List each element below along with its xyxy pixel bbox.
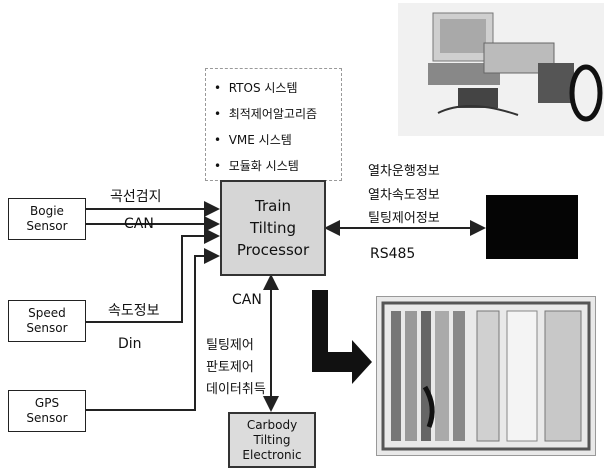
gps-arrow — [86, 248, 220, 411]
right-info-3: 틸팅제어정보 — [368, 211, 440, 226]
down-info-3: 데이터취득 — [206, 382, 266, 397]
processor-line-3: Processor — [236, 241, 310, 259]
can-bottom-label: CAN — [232, 292, 262, 308]
processor-line-2: Tilting — [249, 219, 297, 237]
feature-item: • 모듈화 시스템 — [214, 159, 299, 173]
feature-list: • RTOS 시스템 • 최적제어알고리즘 • VME 시스템 • 모듈화 시스… — [205, 68, 342, 181]
right-info-2: 열차속도정보 — [368, 188, 440, 203]
feature-item: • RTOS 시스템 — [214, 81, 298, 95]
processor-line-1: Train — [255, 197, 291, 215]
din-label: Din — [118, 336, 142, 352]
down-info-1: 틸팅제어 — [206, 338, 254, 353]
big-l-arrow — [312, 290, 372, 384]
train-tilting-processor-box: Train Tilting Processor — [220, 180, 326, 276]
feature-item: • 최적제어알고리즘 — [214, 107, 318, 121]
down-info-2: 판토제어 — [206, 360, 254, 375]
right-info-1: 열차운행정보 — [368, 164, 440, 179]
rs485-label: RS485 — [370, 246, 416, 262]
equipment-photo — [398, 3, 604, 136]
speed-arrow — [86, 228, 220, 323]
speed-info-label: 속도정보 — [108, 303, 160, 319]
external-device-box — [486, 195, 578, 259]
can-top-label: CAN — [124, 216, 154, 232]
feature-item: • VME 시스템 — [214, 133, 292, 147]
curve-detect-label: 곡선검지 — [110, 189, 162, 205]
rack-photo — [376, 296, 596, 456]
